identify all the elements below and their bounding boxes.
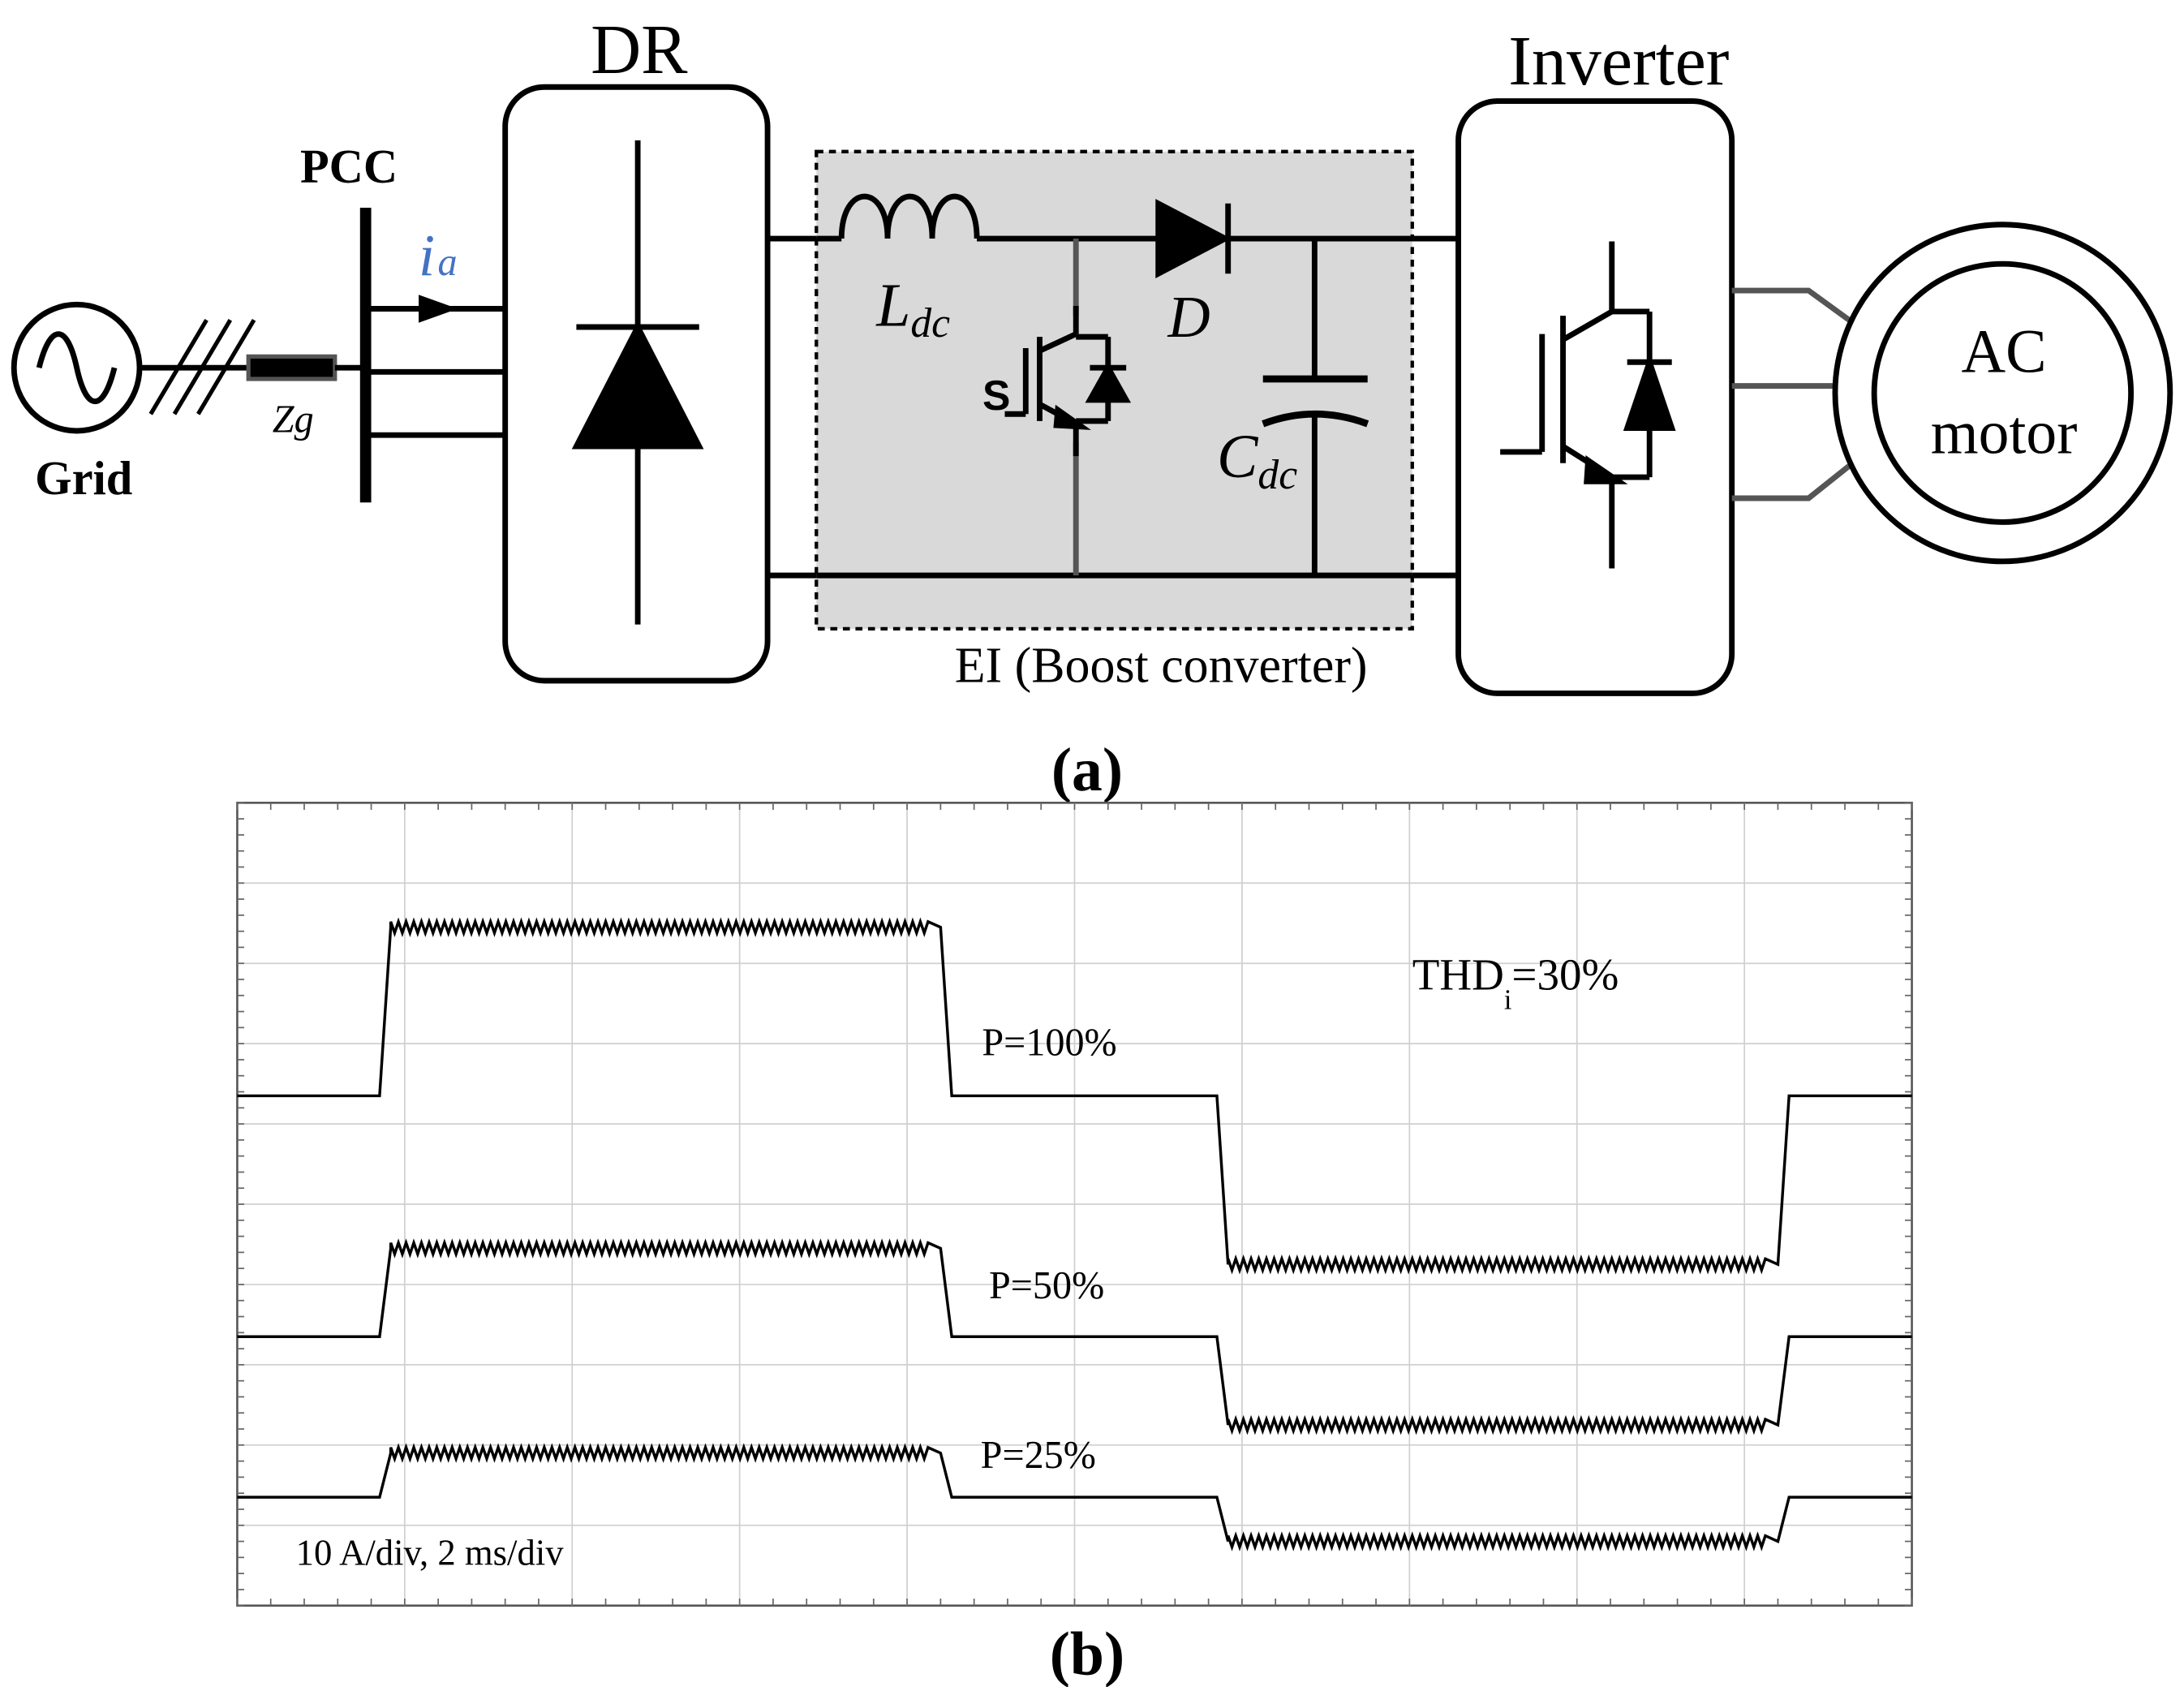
circuit-diagram (11, 84, 2173, 696)
switch-label: S (982, 372, 1010, 419)
current-trace-1 (237, 917, 1912, 1275)
three-phase-mark (148, 319, 256, 415)
zg-label: Zg (273, 398, 314, 441)
boost-diode-icon (1155, 199, 1232, 278)
current-trace-2 (237, 1238, 1912, 1435)
pcc-label: PCC (300, 140, 398, 193)
caption-a: (a) (1051, 736, 1123, 804)
motor-label-line1: AC (1962, 317, 2047, 385)
motor-feed (1731, 287, 1851, 501)
thd-annotation: THDi=30% (1412, 949, 1619, 1015)
series-label-p100: P=100% (982, 1022, 1116, 1065)
motor-label-line2: motor (1931, 398, 2078, 467)
chart-grid (236, 802, 1913, 1607)
series-label-p50: P=50% (989, 1264, 1104, 1307)
dr-label: DR (591, 11, 688, 88)
caption-b: (b) (1050, 1620, 1124, 1687)
series-label-p25: P=25% (981, 1434, 1096, 1477)
boost-switch-icon (1004, 239, 1132, 576)
dc-capacitor-icon (1262, 239, 1369, 576)
inverter-igbt-icon (1500, 241, 1676, 569)
diode-label: D (1167, 284, 1210, 350)
ac-motor-inner (1871, 260, 2135, 525)
chart-traces (237, 917, 1912, 1551)
current-arrow (419, 295, 458, 323)
grid-sine-icon (36, 331, 118, 405)
inductor-label: Ldc (875, 271, 950, 346)
grid-impedance (246, 354, 337, 381)
inverter-label: Inverter (1508, 22, 1729, 100)
scale-annotation: 10 A/div, 2 ms/div (296, 1532, 565, 1573)
inductor-icon (838, 193, 980, 239)
ei-box-label: EI (Boost converter) (955, 638, 1368, 693)
grid-label: Grid (35, 452, 132, 505)
capacitor-label: Cdc (1217, 423, 1297, 498)
inverter-box (1455, 98, 1735, 696)
waveform-chart: P=100% P=50% P=25% THDi=30% 10 A/div, 2 … (236, 802, 1913, 1607)
rectifier-diode-icon (571, 321, 704, 450)
diode-rectifier-box (502, 84, 771, 684)
current-trace-3 (237, 1443, 1912, 1551)
ac-motor-outer (1832, 222, 2173, 565)
